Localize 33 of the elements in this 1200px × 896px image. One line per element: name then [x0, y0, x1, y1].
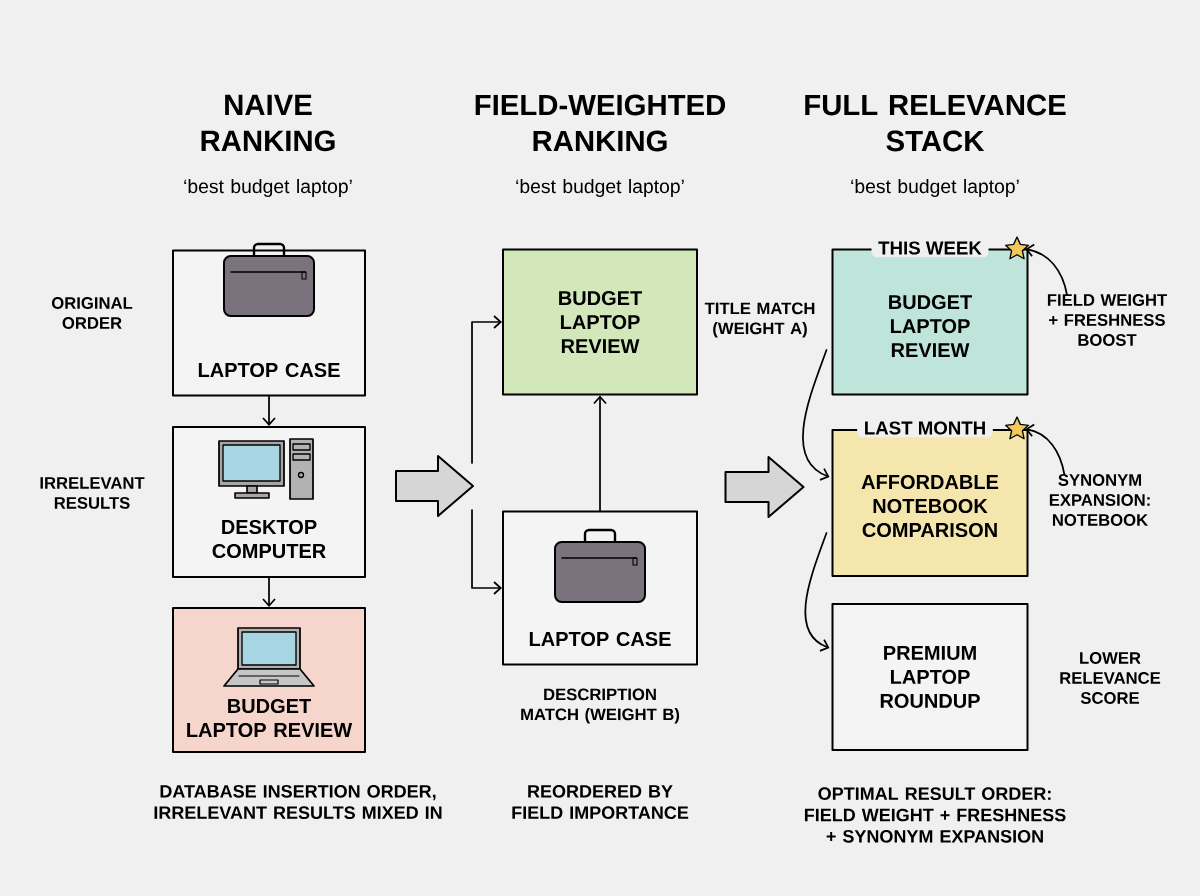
result-card: LAST MONTH AFFORDABLE NOTEBOOK COMPARISON — [831, 418, 1029, 577]
side-label: ORIGINAL ORDER — [51, 297, 133, 329]
side-note: TITLE MATCH (WEIGHT A) — [704, 302, 815, 338]
annotation-text: FIELD WEIGHT + FRESHNESS BOOST — [1047, 294, 1167, 346]
arrow — [471, 315, 502, 464]
leader-line — [1025, 423, 1066, 476]
star-icon — [1004, 416, 1030, 440]
arrow — [804, 532, 830, 652]
query-text: ‘best budget laptop’ — [851, 179, 1019, 197]
arrow — [262, 577, 276, 607]
result-card: PREMIUM LAPTOP ROUNDUP — [831, 603, 1029, 751]
caption-text: DATABASE INSERTION ORDER, IRRELEVANT RESULTS MIXED IN — [154, 784, 442, 820]
result-card: BUDGET LAPTOP REVIEW — [502, 248, 698, 396]
block-arrow — [724, 456, 805, 518]
column-heading: FULL RELEVANCE STACK — [805, 94, 1066, 152]
query-text: ‘best budget laptop’ — [516, 179, 684, 197]
star-icon — [1004, 236, 1030, 260]
caption-text: REORDERED BY FIELD IMPORTANCE — [512, 784, 689, 820]
arrow — [262, 395, 276, 426]
arrow — [593, 395, 607, 512]
query-text: ‘best budget laptop’ — [184, 179, 352, 197]
block-arrow — [395, 455, 474, 517]
arrow — [471, 509, 502, 595]
arrow — [802, 349, 830, 481]
annotation-text: SYNONYM EXPANSION: NOTEBOOK — [1049, 474, 1150, 526]
column-heading: NAIVE RANKING — [201, 94, 335, 152]
side-label: IRRELEVANT RESULTS — [40, 477, 145, 509]
side-note: LOWER RELEVANCE SCORE — [1060, 652, 1161, 704]
caption-text: OPTIMAL RESULT ORDER: FIELD WEIGHT + FRESHNESS + SYNONYM EXPANSION — [804, 787, 1066, 843]
result-card: THIS WEEK BUDGET LAPTOP REVIEW — [831, 238, 1029, 396]
leader-line — [1025, 243, 1068, 296]
column-heading: FIELD-WEIGHTED RANKING — [475, 94, 726, 152]
side-note: DESCRIPTION MATCH (WEIGHT B) — [521, 688, 680, 724]
